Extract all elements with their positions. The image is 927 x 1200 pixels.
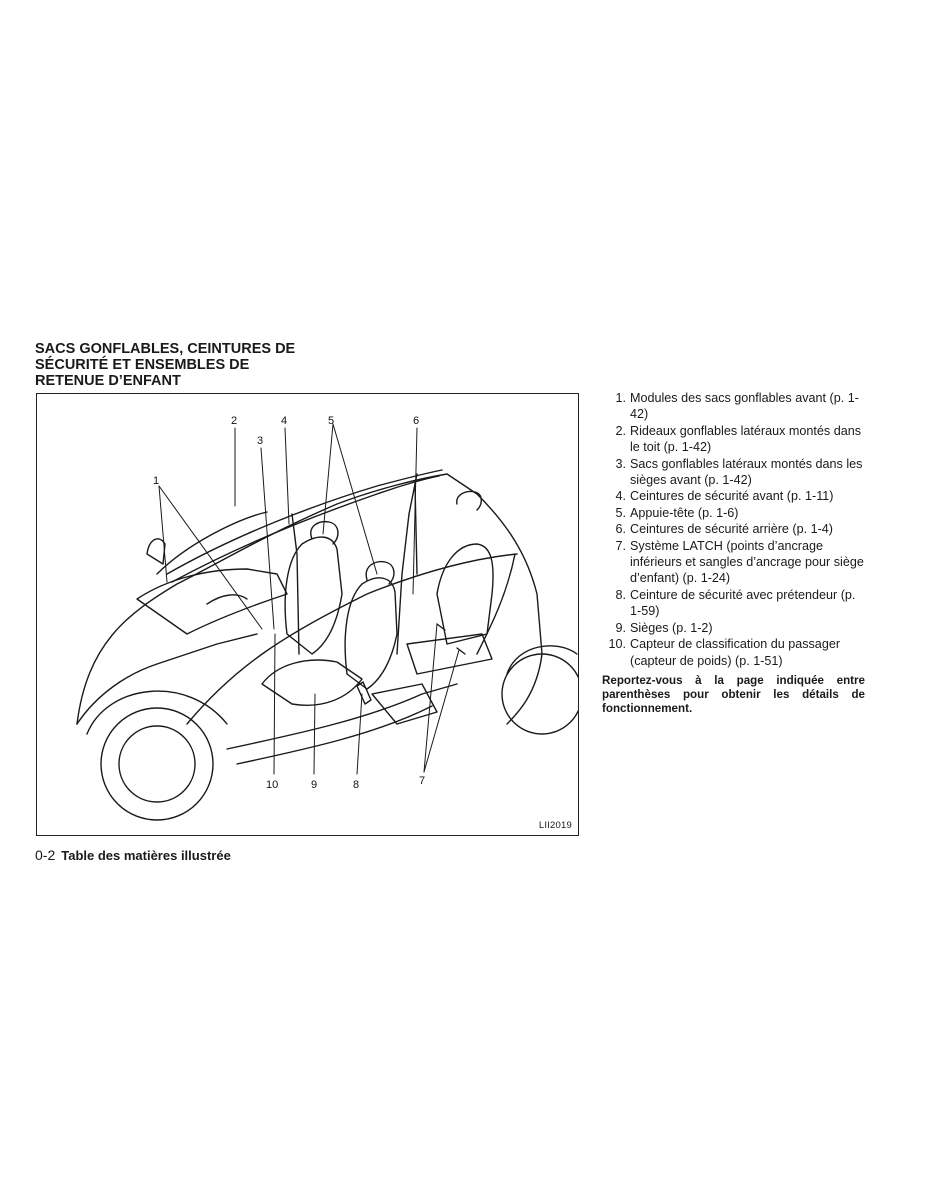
roof-rail-inner bbox=[171, 475, 440, 583]
legend-item: 2. Rideaux gonflables latéraux montés dan… bbox=[602, 423, 867, 456]
rear-wheel-arch bbox=[506, 645, 578, 675]
leader-8 bbox=[356, 693, 363, 775]
legend-item: 10. Capteur de classification du passager… bbox=[602, 636, 867, 669]
legend-text: Sièges (p. 1-2) bbox=[630, 620, 713, 635]
legend-number: 8. bbox=[615, 587, 626, 602]
leader-lines bbox=[158, 423, 460, 775]
legend-number: 4. bbox=[615, 489, 626, 504]
legend-number: 1. bbox=[615, 391, 626, 405]
page-title: SACS GONFLABLES, CEINTURES DE SÉCURITÉ E… bbox=[35, 341, 325, 389]
latch-anchor-1 bbox=[436, 623, 446, 631]
legend-text: Ceintures de sécurité avant (p. 1-11) bbox=[630, 489, 834, 504]
a-pillar bbox=[186, 553, 518, 725]
legend-item: 6. Ceintures de sécurité arrière (p. 1-4) bbox=[602, 521, 867, 537]
leader-5b bbox=[332, 423, 378, 575]
callout-4: 4 bbox=[281, 415, 287, 427]
legend-text: Capteur de classification du passager (c… bbox=[630, 637, 841, 668]
callout-10: 10 bbox=[266, 779, 278, 791]
leader-5a bbox=[322, 423, 334, 535]
leader-1b bbox=[158, 485, 263, 630]
rear-headrest bbox=[456, 490, 482, 511]
front-wheel bbox=[100, 707, 214, 821]
windshield-frame bbox=[156, 511, 268, 575]
legend-text: Ceintures de sécurité arrière (p. 1-4) bbox=[630, 522, 833, 537]
rocker-panel bbox=[226, 683, 458, 750]
belt-buckle bbox=[356, 681, 372, 705]
leader-7a bbox=[423, 623, 438, 773]
callout-5: 5 bbox=[328, 415, 334, 427]
front-headrest bbox=[310, 520, 339, 545]
legend-text: Modules des sacs gonflables avant (p. 1-… bbox=[630, 391, 859, 422]
legend-item: 1. Modules des sacs gonflables avant (p. … bbox=[602, 390, 867, 423]
legend-text: Ceinture de sécurité avec prétendeur (p.… bbox=[630, 587, 856, 619]
legend-item: 3. Sacs gonflables latéraux montés dans l… bbox=[602, 456, 867, 489]
roof-rail bbox=[166, 469, 443, 575]
legend-text: Appuie-tête (p. 1-6) bbox=[630, 505, 739, 520]
legend-number: 10. bbox=[608, 637, 626, 652]
car-line-drawing: 1 2 3 4 5 6 7 8 9 10 bbox=[76, 415, 578, 821]
legend-item: 4. Ceintures de sécurité avant (p. 1-11) bbox=[602, 488, 867, 504]
legend-number: 6. bbox=[615, 522, 626, 537]
c-pillar bbox=[476, 553, 516, 655]
leader-4 bbox=[284, 427, 290, 525]
dashboard bbox=[136, 568, 288, 635]
leader-9 bbox=[313, 693, 316, 775]
front-seat-cushion bbox=[261, 659, 363, 706]
side-mirror bbox=[146, 538, 166, 565]
callout-1: 1 bbox=[153, 475, 159, 487]
legend-number: 5. bbox=[615, 505, 626, 520]
rear-seat-back bbox=[436, 543, 494, 645]
callout-8: 8 bbox=[353, 779, 359, 791]
leader-1a bbox=[158, 485, 168, 583]
legend-text: Système LATCH (points d’ancrage inférieu… bbox=[630, 538, 864, 586]
legend-item: 5. Appuie-tête (p. 1-6) bbox=[602, 505, 867, 521]
title-line: SACS GONFLABLES, CEINTURES DE bbox=[35, 341, 296, 357]
title-line: RETENUE D’ENFANT bbox=[35, 373, 181, 389]
front-wheel-arch bbox=[86, 690, 228, 735]
callout-2: 2 bbox=[231, 415, 237, 427]
legend-item: 9. Sièges (p. 1-2) bbox=[602, 620, 867, 636]
callout-9: 9 bbox=[311, 779, 317, 791]
legend-text: Sacs gonflables latéraux montés dans les… bbox=[630, 456, 863, 488]
figure-code: LII2019 bbox=[538, 820, 572, 831]
rear-wheel bbox=[501, 653, 578, 735]
reference-note: Reportez-vous à la page indiquée entre p… bbox=[602, 674, 865, 715]
section-title: Table des matières illustrée bbox=[61, 848, 231, 863]
legend-item: 7. Système LATCH (points d’ancrage inféri… bbox=[602, 538, 867, 587]
passenger-seat-back bbox=[344, 577, 398, 690]
car-body-outline bbox=[76, 473, 543, 725]
legend-number: 9. bbox=[615, 620, 626, 635]
page-footer: 0-2 Table des matières illustrée bbox=[35, 847, 231, 863]
page-number: 0-2 bbox=[35, 847, 56, 863]
latch-anchor-2 bbox=[456, 647, 466, 655]
front-seatbelt bbox=[291, 513, 300, 655]
legend-text: Rideaux gonflables latéraux montés dans … bbox=[630, 423, 862, 455]
b-pillar bbox=[396, 473, 418, 655]
legend-number: 2. bbox=[615, 423, 626, 438]
callout-3: 3 bbox=[257, 435, 263, 447]
callout-6: 6 bbox=[413, 415, 419, 427]
rocker-panel-lower bbox=[236, 705, 433, 765]
hood-line bbox=[76, 633, 258, 725]
leader-3 bbox=[260, 447, 275, 630]
car-interior-illustration: 1 2 3 4 5 6 7 8 9 10 LII2019 bbox=[36, 393, 579, 836]
leader-6 bbox=[412, 427, 418, 595]
legend-list: 1. Modules des sacs gonflables avant (p. … bbox=[602, 390, 867, 669]
rear-seat-cushion bbox=[406, 633, 493, 675]
leader-10 bbox=[273, 633, 276, 775]
passenger-headrest bbox=[365, 560, 395, 585]
title-line: SÉCURITÉ ET ENSEMBLES DE bbox=[35, 357, 250, 373]
passenger-seat-cushion bbox=[371, 683, 438, 725]
front-seat-back bbox=[284, 536, 343, 655]
legend-number: 7. bbox=[615, 538, 626, 553]
front-wheel-rim bbox=[118, 725, 196, 803]
leader-7b bbox=[423, 649, 460, 773]
steering-area bbox=[206, 594, 248, 605]
legend-item: 8. Ceinture de sécurité avec prétendeur (… bbox=[602, 587, 867, 620]
callout-7: 7 bbox=[419, 775, 425, 787]
legend-number: 3. bbox=[615, 456, 626, 471]
